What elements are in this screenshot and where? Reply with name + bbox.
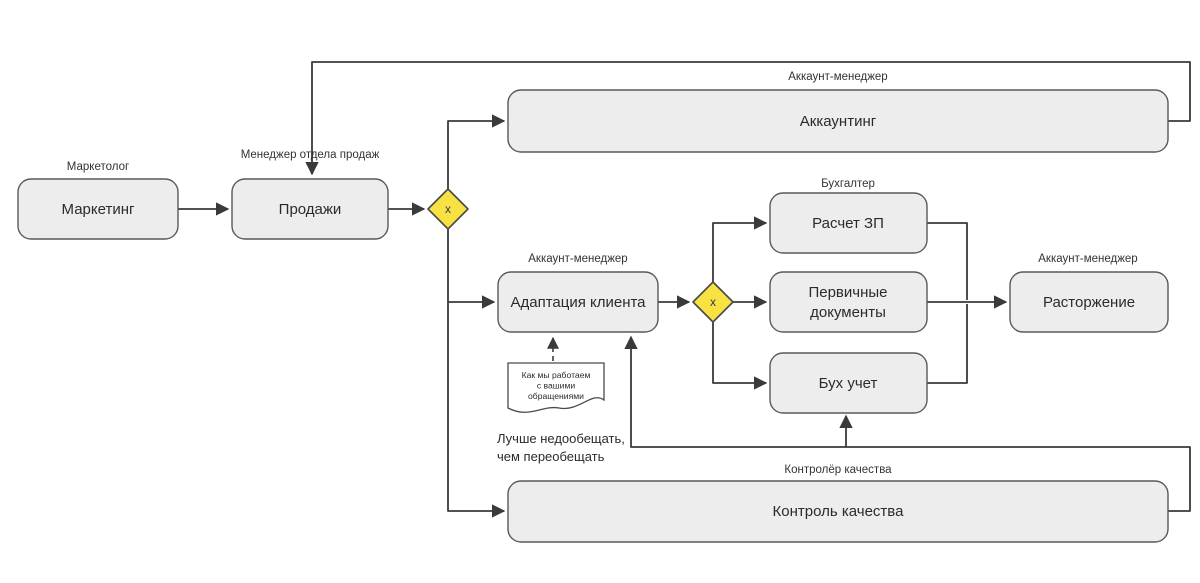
node-sales: Менеджер отдела продаж Продажи: [231, 149, 389, 240]
gateway-1-shape[interactable]: [427, 188, 469, 230]
edge-bookkeeping-to-merge: [927, 304, 968, 384]
node-payroll-label: Расчет ЗП: [812, 215, 884, 232]
node-quality-control-shape[interactable]: [507, 480, 1169, 543]
document-text-line3: обращениями: [528, 391, 584, 401]
gateway-1-xor: x: [427, 188, 469, 230]
document-text-line1: Как мы работаем: [522, 370, 591, 380]
node-quality-control: Контролёр качества Контроль качества: [507, 464, 1169, 543]
role-label-marketing: Маркетолог: [67, 161, 129, 173]
node-adaptation: Аккаунт-менеджер Адаптация клиента: [497, 253, 659, 333]
node-sales-shape[interactable]: [231, 178, 389, 240]
node-primary-documents-label-line1: Первичные: [808, 284, 887, 301]
gateway-2-shape[interactable]: [692, 281, 734, 323]
edge-accounting-loop-to-sales: [305, 61, 1191, 176]
text-annotation: Лучше недообещать, чем переобещать: [497, 431, 625, 464]
node-adaptation-label: Адаптация клиента: [510, 294, 646, 311]
node-accounting: Аккаунт-менеджер Аккаунтинг: [507, 71, 1169, 153]
role-label-termination: Аккаунт-менеджер: [1038, 253, 1137, 265]
node-primary-documents-label-line2: документы: [810, 304, 886, 321]
node-termination-label: Расторжение: [1043, 294, 1135, 311]
edge-payroll-to-merge: [927, 222, 968, 300]
node-primary-documents: Первичные документы: [769, 271, 928, 333]
node-marketing-shape[interactable]: [17, 178, 179, 240]
document-note: Как мы работаем с вашими обращениями: [507, 362, 605, 413]
gateway-2-xor: x: [692, 281, 734, 323]
edge-quality-feedback-to-adaptation: [624, 335, 1191, 512]
edge-gateway1-to-accounting: [447, 114, 506, 189]
role-label-quality-control: Контролёр качества: [784, 464, 892, 476]
annotation-line2: чем переобещать: [497, 449, 605, 464]
node-adaptation-shape[interactable]: [497, 271, 659, 333]
node-payroll-shape[interactable]: [769, 192, 928, 254]
edge-gateway2-to-bookkeeping: [712, 322, 768, 390]
edge-gateway2-to-payroll: [712, 216, 768, 282]
annotation-line1: Лучше недообещать,: [497, 431, 625, 446]
document-shape[interactable]: [507, 362, 605, 413]
node-termination-shape[interactable]: [1009, 271, 1169, 333]
role-label-accounting: Аккаунт-менеджер: [788, 71, 887, 83]
role-label-payroll: Бухгалтер: [821, 178, 875, 190]
node-bookkeeping: Бух учет: [769, 352, 928, 414]
node-quality-control-label: Контроль качества: [773, 503, 905, 520]
document-text-line2: с вашими: [537, 381, 576, 391]
node-marketing: Маркетолог Маркетинг: [17, 161, 179, 240]
node-accounting-label: Аккаунтинг: [800, 113, 877, 130]
edge-gateway1-to-quality-control: [447, 229, 506, 518]
gateway-1-label: x: [445, 202, 451, 216]
node-termination: Аккаунт-менеджер Расторжение: [1009, 253, 1169, 333]
node-bookkeeping-label: Бух учет: [819, 375, 878, 392]
gateway-2-label: x: [710, 295, 716, 309]
node-primary-documents-shape[interactable]: [769, 271, 928, 333]
node-payroll: Бухгалтер Расчет ЗП: [769, 178, 928, 254]
role-label-sales: Менеджер отдела продаж: [241, 149, 380, 161]
node-bookkeeping-shape[interactable]: [769, 352, 928, 414]
node-marketing-label: Маркетинг: [62, 201, 135, 218]
role-label-adaptation: Аккаунт-менеджер: [528, 253, 627, 265]
node-sales-label: Продажи: [279, 201, 342, 218]
node-accounting-shape[interactable]: [507, 89, 1169, 153]
